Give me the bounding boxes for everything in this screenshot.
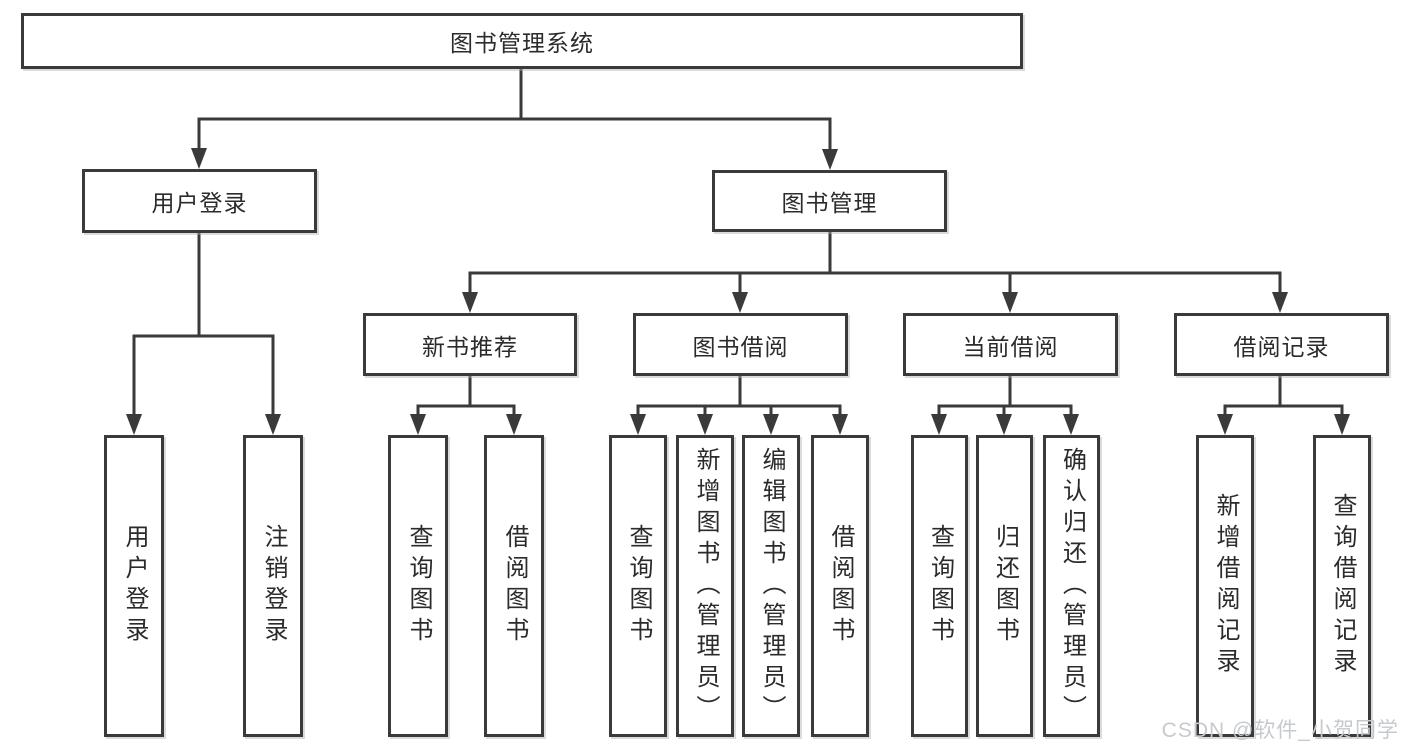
node-add-borrow-record: 新增借阅记录 [1196, 435, 1254, 737]
node-book-borrowing-label: 图书借阅 [692, 333, 789, 360]
arrowhead-down-icon [1334, 414, 1350, 435]
arrowhead-down-icon [1002, 292, 1018, 313]
connector-user-login-children [126, 231, 281, 435]
node-return-books-label: 归还图书 [991, 524, 1019, 648]
node-borrow-books-recommend-label: 借阅图书 [501, 524, 528, 648]
node-confirm-return-admin: 确认归还（管理员） [1043, 435, 1100, 737]
node-query-books-current-label: 查询图书 [926, 524, 954, 648]
connector-book-borrowing-children [630, 374, 848, 435]
node-new-book-recommendation-label: 新书推荐 [422, 333, 518, 360]
arrowhead-down-icon [1272, 292, 1288, 313]
node-query-borrow-record-label: 查询借阅记录 [1329, 493, 1356, 679]
node-query-books-borrowing-label: 查询图书 [625, 524, 652, 648]
node-borrow-books-recommend: 借阅图书 [484, 435, 544, 737]
arrowhead-down-icon [191, 148, 207, 169]
arrowhead-down-icon [931, 414, 947, 435]
node-add-books-admin-label: 新增图书（管理员） [692, 446, 719, 726]
node-query-books-borrowing: 查询图书 [609, 435, 667, 737]
node-user-login-leaf: 用户登录 [104, 435, 164, 737]
arrowhead-down-icon [265, 414, 281, 435]
arrowhead-down-icon [506, 414, 522, 435]
node-logout-leaf-label: 注销登录 [260, 524, 287, 648]
arrowhead-down-icon [732, 292, 748, 313]
node-confirm-return-admin-label: 确认归还（管理员） [1058, 446, 1086, 726]
arrowhead-down-icon [832, 414, 848, 435]
node-current-borrowing-label: 当前借阅 [962, 333, 1059, 360]
node-edit-books-admin-label: 编辑图书（管理员） [758, 446, 785, 726]
node-borrowing-records: 借阅记录 [1174, 313, 1389, 376]
node-book-management-label: 图书管理 [781, 190, 878, 216]
node-query-borrow-record: 查询借阅记录 [1313, 435, 1371, 737]
connector-root-to-level2 [191, 67, 838, 170]
node-return-books: 归还图书 [976, 435, 1033, 737]
arrowhead-down-icon [822, 149, 838, 170]
arrowhead-down-icon [410, 414, 426, 435]
node-borrow-books-borrowing-label: 借阅图书 [827, 524, 854, 648]
node-query-books-recommend: 查询图书 [388, 435, 448, 737]
node-edit-books-admin: 编辑图书（管理员） [742, 435, 800, 737]
arrowhead-down-icon [126, 414, 142, 435]
node-user-login: 用户登录 [82, 169, 317, 233]
node-add-borrow-record-label: 新增借阅记录 [1212, 493, 1239, 679]
watermark: CSDN @软件_小贺同学 [1161, 719, 1399, 742]
arrowhead-down-icon [763, 414, 779, 435]
node-query-books-recommend-label: 查询图书 [405, 524, 432, 648]
arrowhead-down-icon [697, 414, 713, 435]
connector-borrowing-records-children [1217, 375, 1350, 435]
node-current-borrowing: 当前借阅 [903, 313, 1118, 376]
node-borrow-books-borrowing: 借阅图书 [811, 435, 869, 737]
node-book-management: 图书管理 [712, 170, 947, 232]
arrowhead-down-icon [996, 414, 1012, 435]
arrowhead-down-icon [462, 292, 478, 313]
node-query-books-current: 查询图书 [911, 435, 968, 737]
node-library-system: 图书管理系统 [21, 13, 1023, 69]
connector-current-borrowing-children [931, 374, 1079, 435]
node-new-book-recommendation: 新书推荐 [363, 313, 577, 376]
arrowhead-down-icon [1217, 414, 1233, 435]
node-user-login-leaf-label: 用户登录 [121, 524, 148, 648]
node-logout-leaf: 注销登录 [243, 435, 303, 737]
arrowhead-down-icon [630, 414, 646, 435]
arrowhead-down-icon [1063, 414, 1079, 435]
node-library-system-label: 图书管理系统 [450, 30, 594, 56]
node-add-books-admin: 新增图书（管理员） [676, 435, 734, 737]
node-borrowing-records-label: 借阅记录 [1233, 333, 1330, 360]
connector-new-book-recommendation-children [410, 374, 522, 435]
connector-book-management-children [462, 230, 1288, 313]
node-user-login-label: 用户登录 [151, 190, 248, 216]
node-book-borrowing: 图书借阅 [633, 313, 848, 376]
